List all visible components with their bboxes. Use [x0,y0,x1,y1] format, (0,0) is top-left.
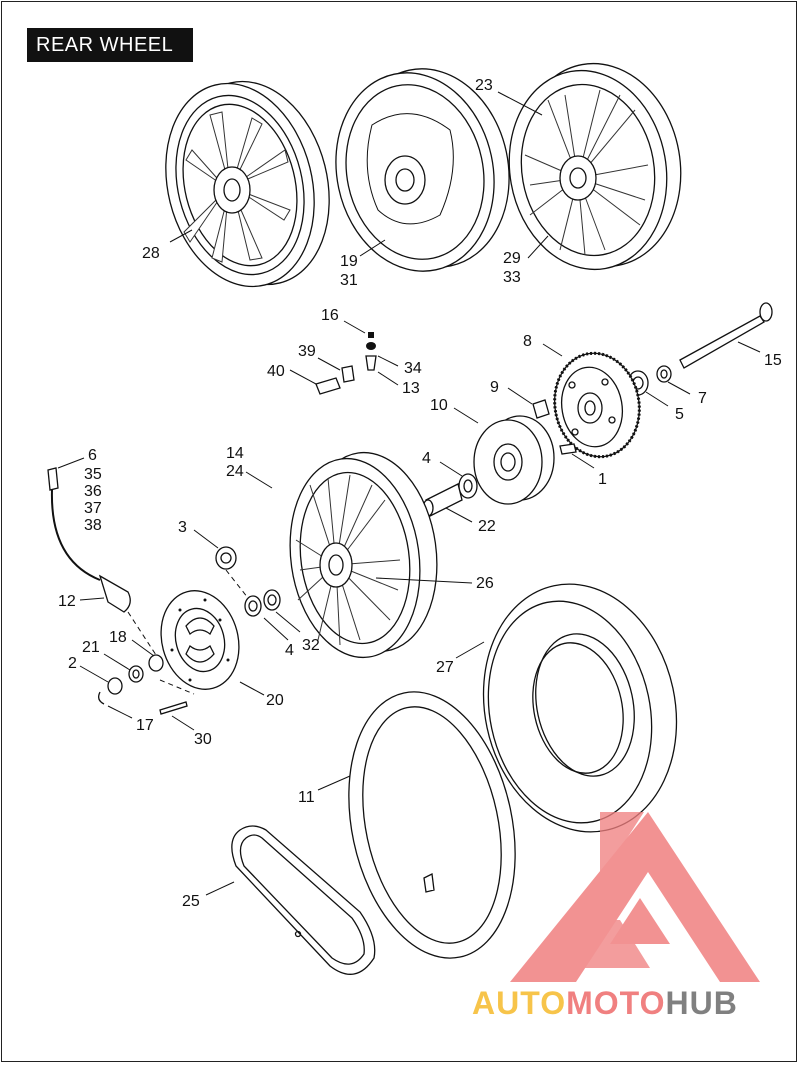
wheel-28-cast [165,80,330,288]
callout-4-upper: 4 [422,450,431,467]
page-title: REAR WHEEL [27,28,193,62]
callout-13: 13 [402,380,420,397]
inner-tube-11 [348,691,516,959]
callout-7: 7 [698,390,707,407]
callout-28: 28 [142,245,160,262]
left-bearings [215,546,281,617]
watermark-text: AUTOMOTOHUB [472,985,738,1022]
callout-33: 33 [503,269,521,286]
brake-disc-20 [160,590,240,690]
callout-9: 9 [490,379,499,396]
callout-12: 12 [58,593,76,610]
callout-19: 19 [340,253,358,270]
wheel-19-disc [335,68,510,272]
callout-27: 27 [436,659,454,676]
callout-23: 23 [475,77,493,94]
valve-stem-parts [315,332,377,395]
callout-38: 38 [84,517,102,534]
callout-11: 11 [298,789,315,806]
callout-29: 29 [503,250,521,267]
hub-cushion-10 [473,415,555,505]
callout-26: 26 [476,575,494,592]
callout-37: 37 [84,500,102,517]
callout-24: 24 [226,463,244,480]
callout-10: 10 [430,397,448,414]
wheel-29-laced [508,62,682,271]
callout-8: 8 [523,333,532,350]
callout-3: 3 [178,519,187,536]
callout-36: 36 [84,483,102,500]
abs-sensor-parts [47,467,195,715]
watermark-part-hub: HUB [665,985,738,1021]
callout-25: 25 [182,893,200,910]
callout-4-lower: 4 [285,642,294,659]
callout-34: 34 [404,360,422,377]
watermark-part-moto: MOTO [566,985,666,1021]
rear-axle-15 [627,302,773,396]
drive-belt-25 [231,825,376,975]
callout-40: 40 [267,363,285,380]
callout-1: 1 [598,471,607,488]
callout-numbers: 28 19 31 29 33 23 16 39 40 34 13 8 15 7 … [58,77,782,910]
callout-15: 15 [764,352,782,369]
watermark-part-auto: AUTO [472,985,567,1021]
watermark-logo-mark [510,812,760,982]
callout-16: 16 [321,307,339,324]
callout-32: 32 [302,637,320,654]
callout-5: 5 [675,406,684,423]
callout-14: 14 [226,445,244,462]
callout-18: 18 [109,629,127,646]
callout-30: 30 [194,731,212,748]
sprocket-8 [532,351,641,459]
callout-6: 6 [88,447,97,464]
callout-17: 17 [136,717,154,734]
rear-wheel-14-laced [289,451,438,659]
callout-2: 2 [68,655,77,672]
callout-35: 35 [84,466,102,483]
callout-22: 22 [478,518,496,535]
callout-21: 21 [82,639,100,656]
callout-31: 31 [340,272,358,289]
callout-39: 39 [298,343,316,360]
callout-20: 20 [266,692,284,709]
leader-lines [57,91,761,896]
